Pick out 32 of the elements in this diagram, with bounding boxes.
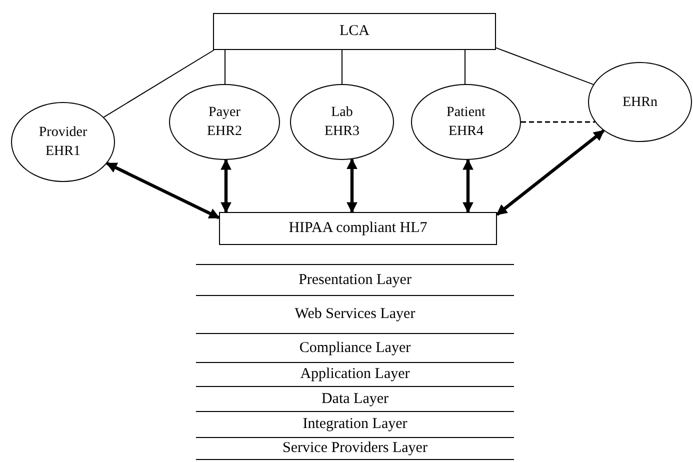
node-label: Provider EHR1 [38, 124, 88, 161]
node-label: Presentation Layer [298, 270, 412, 290]
arrow [106, 162, 220, 220]
connector-line [103, 50, 215, 118]
process-box [213, 13, 496, 50]
node-label: Application Layer [300, 365, 410, 384]
arrow [220, 158, 232, 214]
connector-line [521, 121, 595, 123]
node-label: Integration Layer [302, 415, 408, 434]
ehr-ellipse [169, 84, 280, 160]
node-label: Payer EHR2 [206, 104, 243, 141]
arrow [462, 158, 474, 214]
node-label: LCA [340, 22, 370, 41]
arrow [496, 129, 605, 216]
connector-line [464, 50, 466, 84]
connector-line [496, 47, 594, 85]
node-label: EHRn [622, 94, 658, 112]
layer-band [196, 437, 514, 460]
node-label: HIPAA compliant HL7 [288, 219, 428, 238]
node-label: Service Providers Layer [282, 439, 428, 458]
node-label: Compliance Layer [299, 338, 411, 358]
ehr-ellipse [290, 84, 394, 160]
ehr-ellipse [588, 62, 692, 142]
connector-line [224, 50, 226, 84]
arrow [346, 158, 358, 214]
ehr-ellipse [411, 84, 521, 160]
node-label: Web Services Layer [294, 305, 416, 324]
node-label: Data Layer [321, 390, 389, 408]
node-label: Patient EHR4 [446, 104, 486, 141]
process-box [219, 212, 497, 245]
ehr-ellipse [11, 102, 115, 182]
node-label: Lab EHR3 [324, 104, 360, 141]
